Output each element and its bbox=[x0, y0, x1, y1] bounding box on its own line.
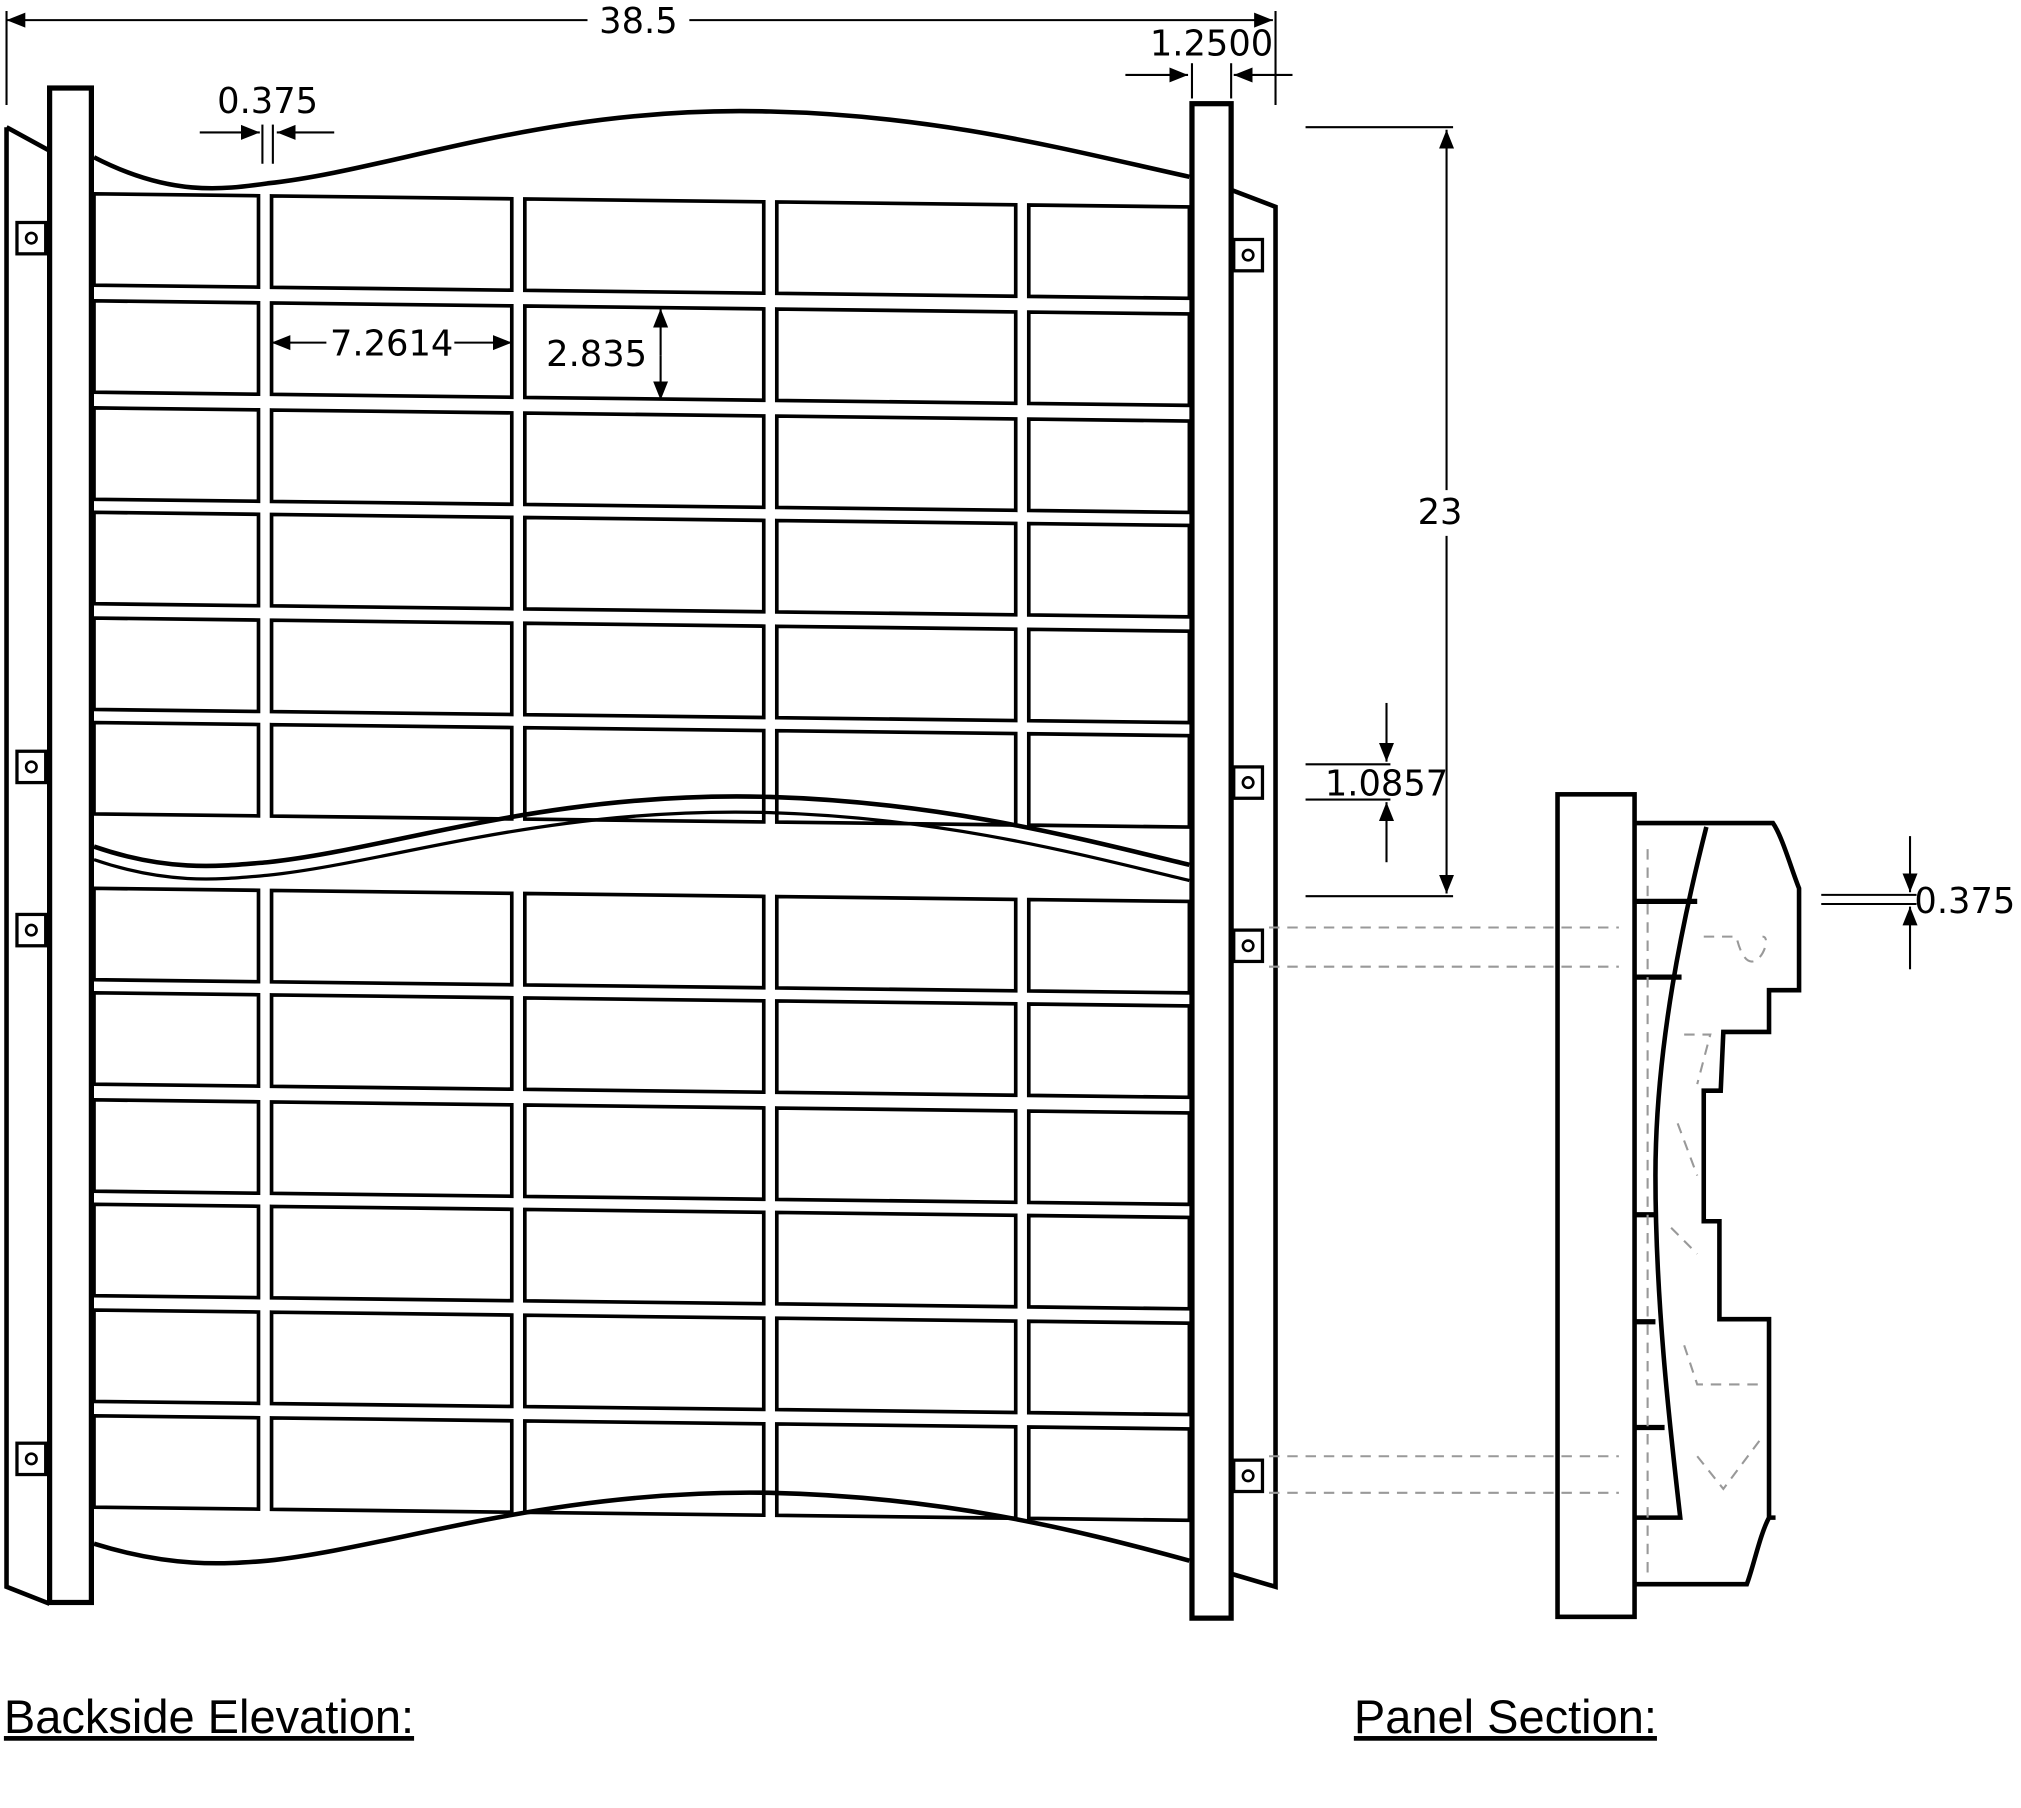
grid-cell bbox=[774, 1316, 1018, 1415]
bolt-hole-icon bbox=[1241, 1469, 1255, 1483]
grid-cell bbox=[774, 999, 1018, 1098]
bolt-hole-icon bbox=[1241, 939, 1255, 953]
right-flange bbox=[1230, 187, 1278, 1590]
grid-cell bbox=[92, 616, 261, 714]
grid-cell bbox=[269, 194, 514, 293]
grid-cell bbox=[269, 301, 514, 400]
grid-cell bbox=[523, 411, 766, 510]
top-wave-edge bbox=[92, 108, 1190, 191]
mounting-bracket bbox=[1232, 928, 1265, 964]
grid-cell bbox=[774, 728, 1018, 827]
grid-cell bbox=[774, 1422, 1018, 1521]
bolt-hole-icon bbox=[1241, 248, 1255, 262]
grid-cell bbox=[523, 1419, 766, 1518]
grid-cell bbox=[774, 1106, 1018, 1205]
grid-cell bbox=[269, 1100, 514, 1199]
grid-cell bbox=[523, 725, 766, 824]
grid-cell bbox=[523, 891, 766, 990]
grid-cell bbox=[92, 1413, 261, 1511]
grid-cell bbox=[1026, 731, 1192, 829]
grid-cell bbox=[92, 720, 261, 818]
grid-cell bbox=[92, 1308, 261, 1406]
grid-cell bbox=[92, 1202, 261, 1300]
mounting-bracket bbox=[1232, 1458, 1265, 1494]
grid-cell bbox=[1026, 1109, 1192, 1207]
grid-cell bbox=[1026, 417, 1192, 515]
grid-cell bbox=[269, 1204, 514, 1303]
title-backside-elevation: Backside Elevation: bbox=[4, 1690, 414, 1743]
grid-cell bbox=[523, 621, 766, 720]
backside-elevation bbox=[4, 85, 1278, 1621]
mounting-bracket bbox=[15, 220, 48, 256]
grid-cell bbox=[774, 414, 1018, 513]
bolt-hole-icon bbox=[24, 923, 38, 937]
grid-cell bbox=[774, 307, 1018, 406]
mounting-bracket bbox=[15, 1441, 48, 1477]
grid-cell bbox=[523, 197, 766, 296]
section-curve bbox=[1634, 826, 1709, 1520]
grid-cell bbox=[92, 406, 261, 504]
grid-cell bbox=[269, 993, 514, 1092]
dim-section-gap: 0.375 bbox=[1914, 881, 2015, 922]
grid-cell bbox=[523, 1103, 766, 1202]
hidden-lines bbox=[1269, 849, 1768, 1581]
mounting-bracket bbox=[15, 749, 48, 785]
grid-cell bbox=[92, 886, 261, 984]
title-panel-section: Panel Section: bbox=[1354, 1690, 1657, 1743]
grid-cell bbox=[269, 618, 514, 717]
grid-cell bbox=[1026, 627, 1192, 725]
grid-cell bbox=[523, 996, 766, 1095]
grid-cell bbox=[92, 510, 261, 608]
bolt-hole-icon bbox=[1241, 776, 1255, 790]
grid-cell bbox=[1026, 203, 1192, 301]
mounting-bracket bbox=[1232, 237, 1265, 273]
dim-overall-width: 38.5 bbox=[599, 1, 678, 42]
bolt-hole-icon bbox=[24, 760, 38, 774]
dim-post-width: 1.2500 bbox=[1150, 23, 1273, 64]
grid-cell bbox=[774, 518, 1018, 617]
grid-cell bbox=[523, 1207, 766, 1306]
middle-wave-edge-inner bbox=[93, 810, 1190, 883]
section-backboard bbox=[1555, 792, 1637, 1620]
grid-cell bbox=[1026, 1002, 1192, 1100]
dim-cell-width: 7.2614 bbox=[330, 324, 453, 365]
grid-cell bbox=[92, 298, 261, 397]
grid-cell bbox=[774, 1210, 1018, 1309]
grid-cell bbox=[523, 304, 766, 403]
grid-cell bbox=[1026, 1319, 1192, 1417]
grid-cell bbox=[269, 408, 514, 507]
dim-overall-height: 23 bbox=[1418, 492, 1463, 533]
dimension-lines bbox=[5, 11, 1918, 970]
grid-cell bbox=[1026, 521, 1192, 619]
left-post bbox=[47, 85, 94, 1606]
right-post bbox=[1189, 101, 1234, 1621]
grid-cell bbox=[1026, 310, 1192, 408]
dim-cell-height: 2.835 bbox=[546, 334, 647, 375]
dim-rib-width: 0.375 bbox=[217, 81, 318, 122]
grid-cell bbox=[774, 200, 1018, 299]
grid-cell bbox=[523, 1313, 766, 1412]
grid-cell bbox=[1026, 897, 1192, 995]
mounting-bracket bbox=[1232, 765, 1265, 800]
grid-cell bbox=[269, 888, 514, 987]
grid-cell bbox=[269, 722, 514, 821]
grid-cell bbox=[269, 1310, 514, 1409]
grid-cell bbox=[269, 512, 514, 611]
mounting-bracket bbox=[15, 912, 48, 948]
grid-cell bbox=[92, 1097, 261, 1196]
bolt-hole-icon bbox=[24, 1452, 38, 1466]
grid-cell bbox=[92, 990, 261, 1088]
left-flange bbox=[4, 125, 51, 1606]
grid-cell bbox=[1026, 1425, 1192, 1523]
grid-cell bbox=[1026, 1213, 1192, 1311]
grid-cell bbox=[774, 624, 1018, 723]
panel-section bbox=[1269, 792, 1802, 1620]
grid-cell bbox=[92, 191, 261, 289]
grid-cell bbox=[269, 1416, 514, 1515]
section-profile bbox=[1634, 820, 1802, 1587]
bolt-hole-icon bbox=[24, 231, 38, 245]
dim-gap: 1.0857 bbox=[1325, 764, 1448, 805]
grid-cell bbox=[774, 894, 1018, 993]
grid-cell bbox=[523, 515, 766, 614]
